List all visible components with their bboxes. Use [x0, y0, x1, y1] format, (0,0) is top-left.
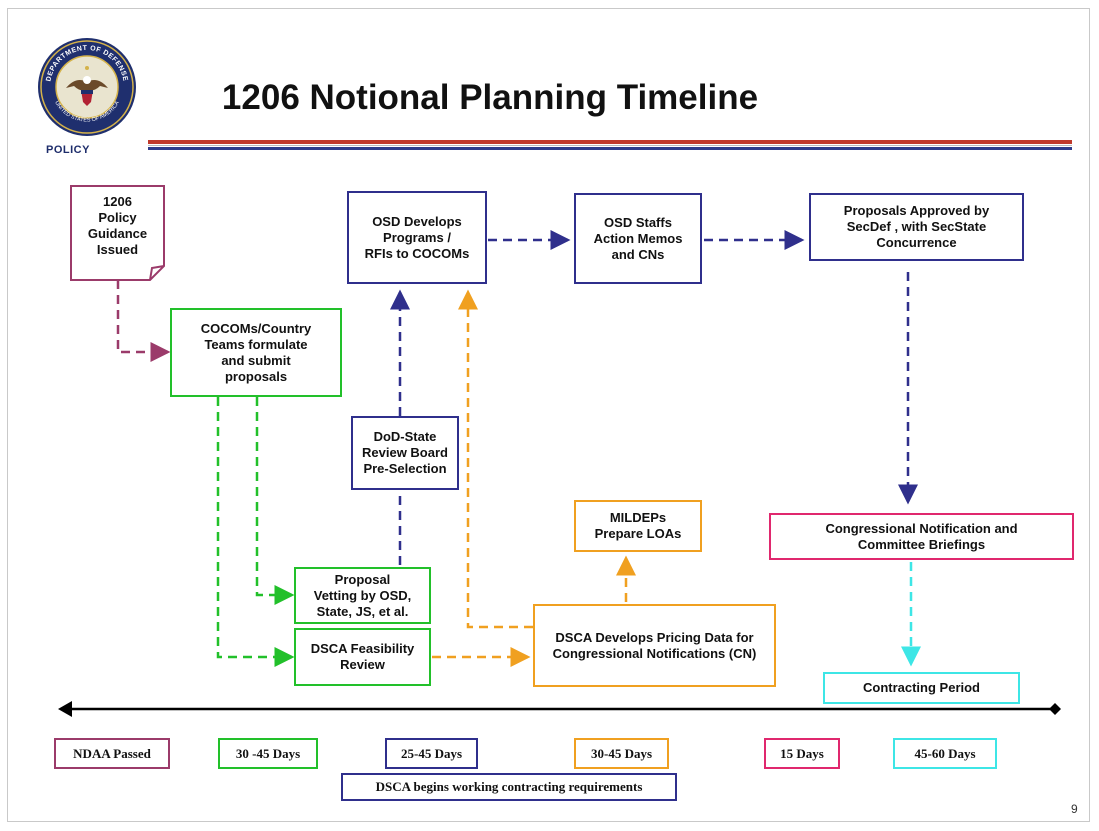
arrow-cocoms-to-vetting	[255, 397, 295, 605]
dod-seal: DEPARTMENT OF DEFENSE UNITED STATES OF A…	[38, 38, 136, 136]
page-number: 9	[1071, 802, 1078, 816]
label-cyan-duration: 45-60 Days	[893, 738, 997, 769]
page-title: 1206 Notional Planning Timeline	[221, 78, 759, 117]
arrow-pricing-to-osd	[458, 289, 533, 629]
box-contracting-period: Contracting Period	[823, 672, 1020, 704]
box-dsca-feasibility: DSCA Feasibility Review	[294, 628, 431, 686]
timeline-left-arrowhead	[58, 701, 72, 717]
header-rule-red	[148, 140, 1072, 144]
label-ndaa-passed: NDAA Passed	[54, 738, 170, 769]
box-osd-staffs-memos: OSD Staffs Action Memos and CNs	[574, 193, 702, 284]
label-pink-duration: 15 Days	[764, 738, 840, 769]
box-proposal-vetting: Proposal Vetting by OSD, State, JS, et a…	[294, 567, 431, 624]
arrow-cocoms-to-feasibility	[216, 397, 295, 667]
box-dsca-pricing-data: DSCA Develops Pricing Data for Congressi…	[533, 604, 776, 687]
box-mildeps-loas: MILDEPs Prepare LOAs	[574, 500, 702, 552]
label-navy-duration: 25-45 Days	[385, 738, 478, 769]
header-rule-blue	[148, 147, 1072, 150]
box-review-board: DoD-State Review Board Pre-Selection	[351, 416, 459, 490]
slide-border	[7, 8, 1090, 822]
box-congressional-notification: Congressional Notification and Committee…	[769, 513, 1074, 560]
label-dsca-contracting: DSCA begins working contracting requirem…	[341, 773, 677, 801]
box-osd-develops-programs: OSD Develops Programs / RFIs to COCOMs	[347, 191, 487, 284]
box-proposals-approved: Proposals Approved by SecDef , with SecS…	[809, 193, 1024, 261]
label-green-duration: 30 -45 Days	[218, 738, 318, 769]
header-rule-gray	[148, 145, 1072, 146]
timeline-right-diamond	[1049, 703, 1061, 715]
label-orange-duration: 30-45 Days	[574, 738, 669, 769]
arrow-policy-to-cocoms	[116, 280, 171, 362]
policy-guidance-doc-shape	[70, 185, 165, 281]
policy-caption: POLICY	[46, 144, 90, 156]
box-policy-guidance: 1206 Policy Guidance Issued	[87, 194, 148, 257]
box-cocoms-proposals: COCOMs/Country Teams formulate and submi…	[170, 308, 342, 397]
